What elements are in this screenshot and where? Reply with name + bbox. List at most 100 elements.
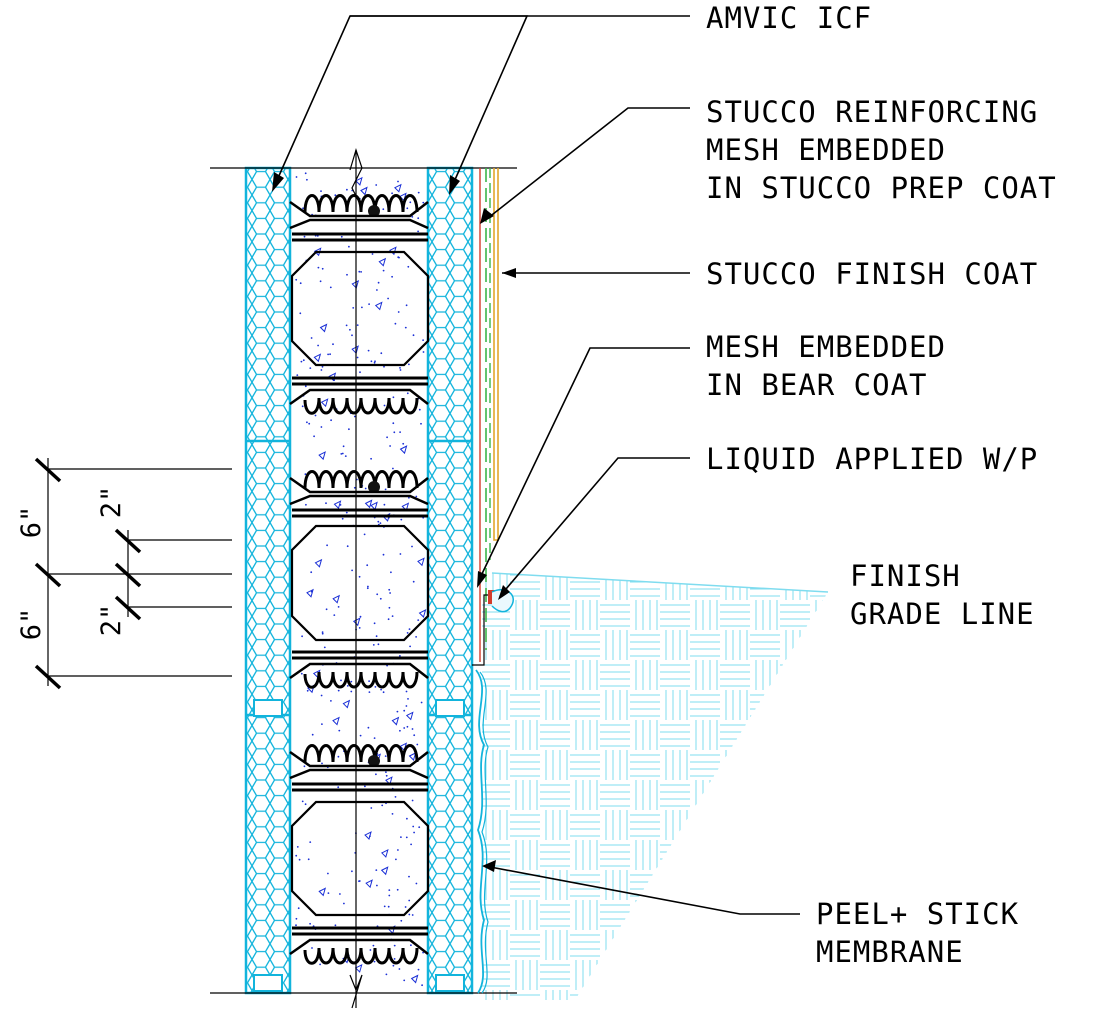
aggregate-dot	[295, 278, 298, 281]
aggregate-dot	[367, 349, 370, 352]
aggregate-triangle	[355, 176, 363, 186]
aggregate-dot	[375, 773, 377, 776]
aggregate-dot	[327, 872, 329, 875]
aggregate-dot	[385, 771, 387, 773]
label-base-mesh-line2: IN BEAR COAT	[706, 368, 928, 402]
aggregate-dot	[394, 796, 397, 798]
aggregate-dot	[374, 360, 376, 363]
web-tie-brace	[289, 388, 429, 406]
aggregate-dot	[391, 275, 393, 278]
web-tie-clip	[303, 947, 419, 965]
label-amvic-icf: AMVIC ICF	[706, 1, 872, 35]
aggregate-triangle	[319, 323, 328, 333]
aggregate-dot	[327, 353, 329, 356]
aggregate-dot	[373, 622, 376, 625]
aggregate-triangle	[418, 609, 427, 618]
aggregate-dot	[358, 270, 361, 273]
aggregate-dot	[382, 691, 385, 694]
aggregate-dot	[342, 445, 345, 448]
aggregate-dot	[382, 208, 385, 211]
aggregate-dot	[410, 944, 412, 947]
aggregate-dot	[422, 351, 425, 353]
aggregate-dot	[314, 414, 317, 417]
aggregate-dot	[305, 503, 307, 506]
aggregate-dot	[341, 517, 344, 520]
web-tie-clip	[303, 671, 419, 689]
aggregate-dot	[296, 374, 299, 376]
aggregate-dot	[380, 688, 382, 691]
aggregate-triangle	[401, 502, 410, 512]
aggregate-dot	[321, 632, 324, 635]
aggregate-triangle	[333, 500, 342, 510]
aggregate-triangle	[354, 964, 363, 973]
aggregate-dot	[397, 180, 399, 183]
aggregate-dot	[337, 786, 340, 789]
aggregate-dot	[412, 825, 415, 828]
aggregate-dot	[327, 892, 330, 894]
aggregate-dot	[368, 303, 370, 305]
label-peel-stick-line1: PEEL+ STICK	[816, 897, 1019, 931]
label-stucco-reinforcing-line1: STUCCO REINFORCING	[706, 95, 1038, 129]
aggregate-dot	[367, 585, 369, 588]
aggregate-dot	[311, 733, 314, 736]
aggregate-dot	[319, 963, 321, 966]
aggregate-dot	[400, 518, 403, 521]
aggregate-dot	[391, 192, 393, 195]
aggregate-dot	[296, 846, 299, 848]
aggregate-triangle	[370, 501, 378, 511]
aggregate-dot	[359, 615, 362, 618]
web-tie-clip	[303, 744, 419, 763]
aggregate-dot	[408, 913, 411, 916]
aggregate-dot	[329, 286, 332, 289]
aggregate-dot	[389, 445, 391, 447]
aggregate-dot	[373, 737, 376, 739]
label-stucco-finish-coat: STUCCO FINISH COAT	[706, 257, 1038, 291]
aggregate-dot	[383, 905, 386, 908]
aggregate-dot	[368, 691, 371, 693]
aggregate-dot	[337, 689, 340, 692]
aggregate-triangle	[342, 699, 351, 709]
aggregate-dot	[364, 785, 366, 788]
aggregate-triangle	[306, 588, 314, 598]
aggregate-dot	[388, 588, 391, 591]
aggregate-dot	[417, 230, 419, 233]
label-stucco-reinforcing-line2: MESH EMBEDDED	[706, 133, 946, 167]
aggregate-dot	[391, 813, 394, 815]
aggregate-dot	[397, 311, 400, 313]
aggregate-dot	[410, 843, 412, 846]
aggregate-dot	[392, 964, 395, 967]
aggregate-dot	[306, 421, 308, 424]
aggregate-dot	[301, 405, 304, 408]
aggregate-triangle	[360, 186, 368, 196]
aggregate-dot	[349, 328, 351, 331]
leader-lines	[277, 15, 800, 915]
aggregate-dot	[415, 495, 418, 498]
aggregate-dot	[377, 281, 380, 284]
aggregate-dot	[350, 680, 353, 683]
aggregate-dot	[382, 269, 385, 272]
web-tie-brace	[289, 768, 429, 780]
web-tie-brace	[289, 662, 429, 680]
dimension-lines	[34, 457, 232, 690]
aggregate-dot	[388, 606, 391, 609]
aggregate-dot	[399, 367, 401, 369]
aggregate-dot	[317, 266, 320, 269]
aggregate-triangle	[374, 301, 383, 311]
aggregate-dot	[320, 694, 323, 697]
aggregate-dot	[405, 304, 408, 307]
aggregate-dot	[422, 201, 425, 204]
aggregate-dot	[397, 849, 399, 851]
aggregate-dot	[341, 452, 344, 455]
web-tie-brace	[289, 750, 429, 768]
aggregate-dot	[415, 882, 418, 885]
concrete-core	[292, 168, 428, 993]
aggregate-dot	[415, 636, 417, 638]
label-base-mesh-line1: MESH EMBEDDED	[706, 330, 946, 364]
aggregate-dot	[321, 762, 323, 765]
aggregate-dot	[319, 280, 322, 283]
aggregate-triangle	[364, 499, 373, 509]
aggregate-dot	[373, 960, 376, 963]
aggregate-dot	[321, 365, 324, 368]
aggregate-dot	[366, 587, 369, 590]
web-tie-brace	[289, 476, 429, 494]
